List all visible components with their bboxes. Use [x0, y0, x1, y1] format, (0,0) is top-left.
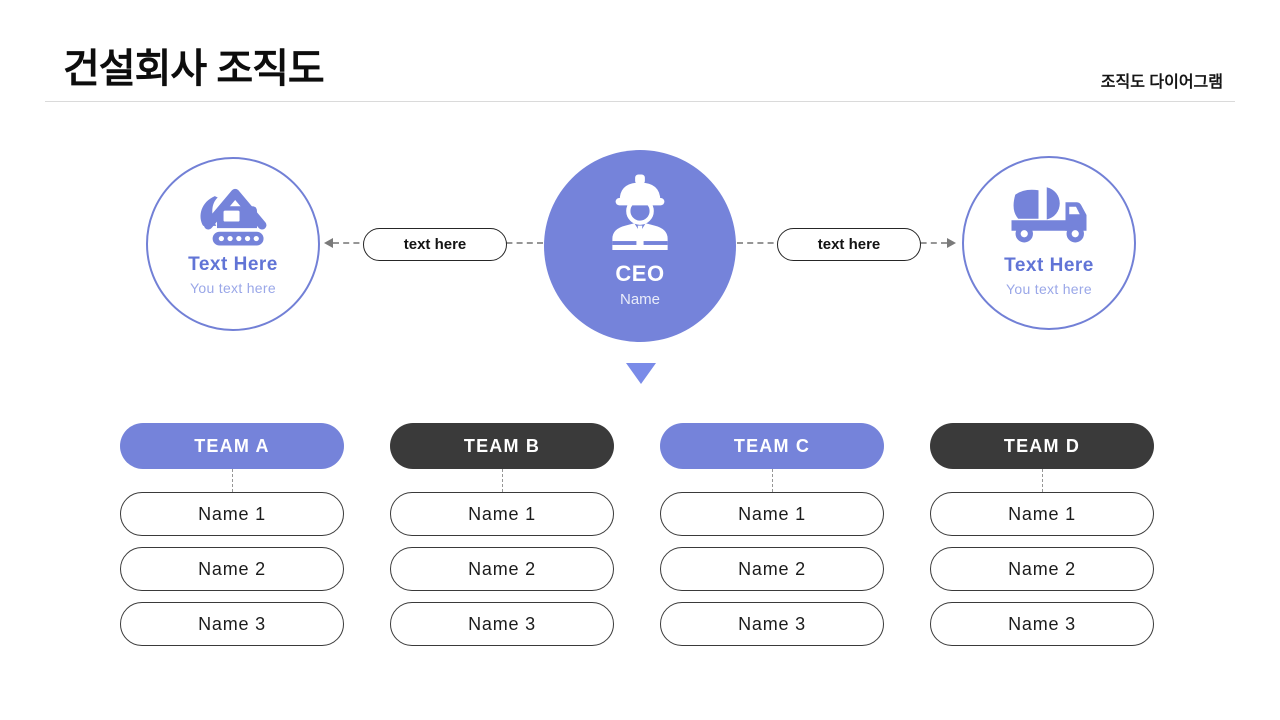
right-node-title[interactable]: Text Here	[1004, 255, 1094, 276]
team-b-member-3[interactable]: Name 3	[390, 602, 614, 646]
right-arrowhead-icon	[947, 238, 956, 248]
team-d-header[interactable]: TEAM D	[930, 423, 1154, 469]
team-a-member-1[interactable]: Name 1	[120, 492, 344, 536]
header-divider	[45, 101, 1235, 102]
team-d-member-3[interactable]: Name 3	[930, 602, 1154, 646]
team-c-connector	[771, 469, 773, 492]
slide-tagline: 조직도 다이어그램	[1100, 74, 1223, 91]
team-b-member-1[interactable]: Name 1	[390, 492, 614, 536]
team-a-member-2[interactable]: Name 2	[120, 547, 344, 591]
team-d-member-1[interactable]: Name 1	[930, 492, 1154, 536]
team-column-a: TEAM A Name 1 Name 2 Name 3	[120, 423, 344, 657]
team-c-header[interactable]: TEAM C	[660, 423, 884, 469]
team-c-member-3[interactable]: Name 3	[660, 602, 884, 646]
down-arrow-icon	[626, 363, 656, 384]
team-b-connector	[501, 469, 503, 492]
construction-worker-icon	[604, 150, 676, 255]
ceo-node[interactable]: CEO Name	[544, 150, 736, 342]
slide-title: 건설회사 조직도	[63, 47, 325, 91]
ceo-name-label[interactable]: Name	[619, 291, 660, 308]
team-a-member-3[interactable]: Name 3	[120, 602, 344, 646]
left-node-title[interactable]: Text Here	[188, 254, 278, 275]
org-node-left[interactable]: Text Here You text here	[146, 157, 320, 331]
team-c-member-2[interactable]: Name 2	[660, 547, 884, 591]
team-b-member-2[interactable]: Name 2	[390, 547, 614, 591]
right-node-subtitle[interactable]: You text here	[1006, 281, 1092, 297]
excavator-icon	[189, 159, 277, 252]
mixer-truck-icon	[1004, 158, 1094, 253]
right-connector-label-pill[interactable]: text here	[777, 228, 921, 261]
team-d-member-2[interactable]: Name 2	[930, 547, 1154, 591]
left-arrowhead-icon	[324, 238, 333, 248]
team-a-header[interactable]: TEAM A	[120, 423, 344, 469]
org-node-right[interactable]: Text Here You text here	[962, 156, 1136, 330]
team-column-c: TEAM C Name 1 Name 2 Name 3	[660, 423, 884, 657]
ceo-role-label[interactable]: CEO	[615, 261, 665, 286]
left-connector-label-pill[interactable]: text here	[363, 228, 507, 261]
team-c-member-1[interactable]: Name 1	[660, 492, 884, 536]
left-node-subtitle[interactable]: You text here	[190, 280, 276, 296]
team-column-b: TEAM B Name 1 Name 2 Name 3	[390, 423, 614, 657]
team-a-connector	[231, 469, 233, 492]
team-d-connector	[1041, 469, 1043, 492]
team-b-header[interactable]: TEAM B	[390, 423, 614, 469]
team-column-d: TEAM D Name 1 Name 2 Name 3	[930, 423, 1154, 657]
